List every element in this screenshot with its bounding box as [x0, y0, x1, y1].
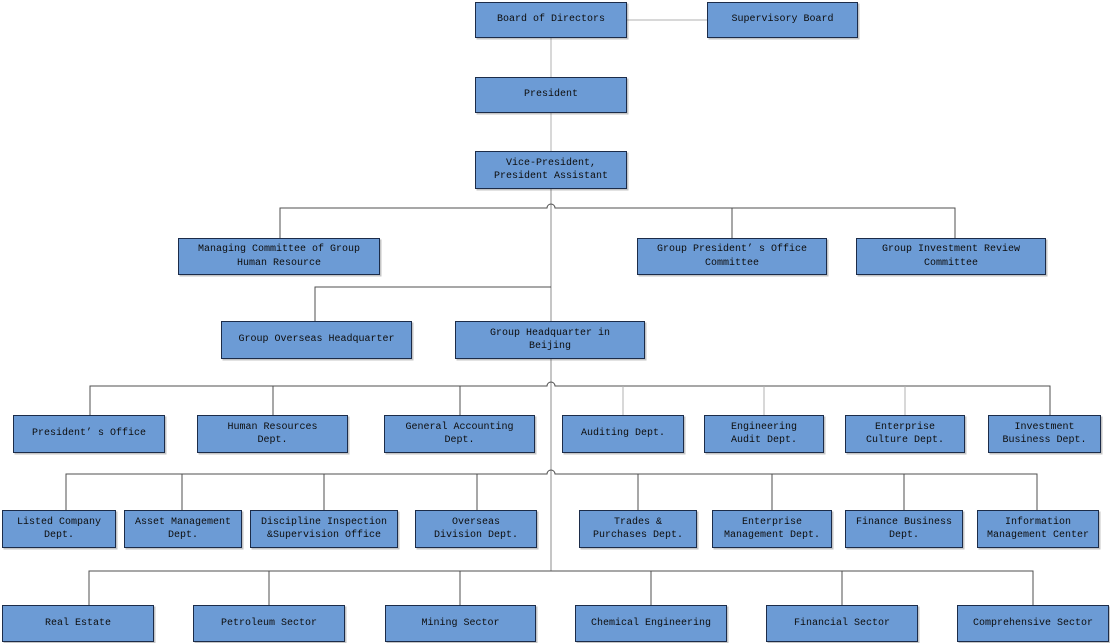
org-node-financial-sector: Financial Sector — [766, 605, 918, 642]
org-node-human-resources-dept: Human Resources Dept. — [197, 415, 348, 453]
org-node-listed-company-dept: Listed Company Dept. — [2, 510, 116, 548]
org-node-auditing-dept: Auditing Dept. — [562, 415, 684, 453]
org-node-overseas-division-dept: Overseas Division Dept. — [415, 510, 537, 548]
org-node-supervisory-board: Supervisory Board — [707, 2, 858, 38]
org-node-comprehensive-sector: Comprehensive Sector — [957, 605, 1109, 642]
org-node-enterprise-culture-dept: Enterprise Culture Dept. — [845, 415, 965, 453]
org-node-finance-business-dept: Finance Business Dept. — [845, 510, 963, 548]
org-node-group-investment-review-committee: Group Investment Review Committee — [856, 238, 1046, 275]
connector-sector-bus — [88, 570, 1034, 605]
org-node-real-estate: Real Estate — [2, 605, 154, 642]
org-node-investment-business-dept: Investment Business Dept. — [988, 415, 1101, 453]
connector-dept-bus — [89, 381, 1051, 415]
org-node-petroleum-sector: Petroleum Sector — [193, 605, 345, 642]
org-node-engineering-audit-dept: Engineering Audit Dept. — [704, 415, 824, 453]
org-node-president: President — [475, 77, 627, 113]
org-node-information-management-center: Information Management Center — [977, 510, 1099, 548]
org-node-mining-sector: Mining Sector — [385, 605, 536, 642]
org-node-enterprise-management-dept: Enterprise Management Dept. — [712, 510, 832, 548]
org-node-chemical-engineering: Chemical Engineering — [575, 605, 727, 642]
connector-committee-bus — [279, 203, 956, 238]
org-node-presidents-office: President’ s Office — [13, 415, 165, 453]
connector-overseas-branch — [314, 286, 551, 321]
org-node-managing-committee-of-group-human-resource: Managing Committee of Group Human Resour… — [178, 238, 380, 275]
org-node-vice-president: Vice-President, President Assistant — [475, 151, 627, 189]
org-node-discipline-inspection-supervision-office: Discipline Inspection &Supervision Offic… — [250, 510, 398, 548]
org-node-board-of-directors: Board of Directors — [475, 2, 627, 38]
connector-office-bus — [65, 469, 1038, 510]
org-node-trades-purchases-dept: Trades & Purchases Dept. — [579, 510, 697, 548]
org-node-group-presidents-office-committee: Group President’ s Office Committee — [637, 238, 827, 275]
org-node-asset-management-dept: Asset Management Dept. — [124, 510, 242, 548]
org-node-general-accounting-dept: General Accounting Dept. — [384, 415, 535, 453]
org-node-group-headquarter-in-beijing: Group Headquarter in Beijing — [455, 321, 645, 359]
org-node-group-overseas-headquarter: Group Overseas Headquarter — [221, 321, 412, 359]
